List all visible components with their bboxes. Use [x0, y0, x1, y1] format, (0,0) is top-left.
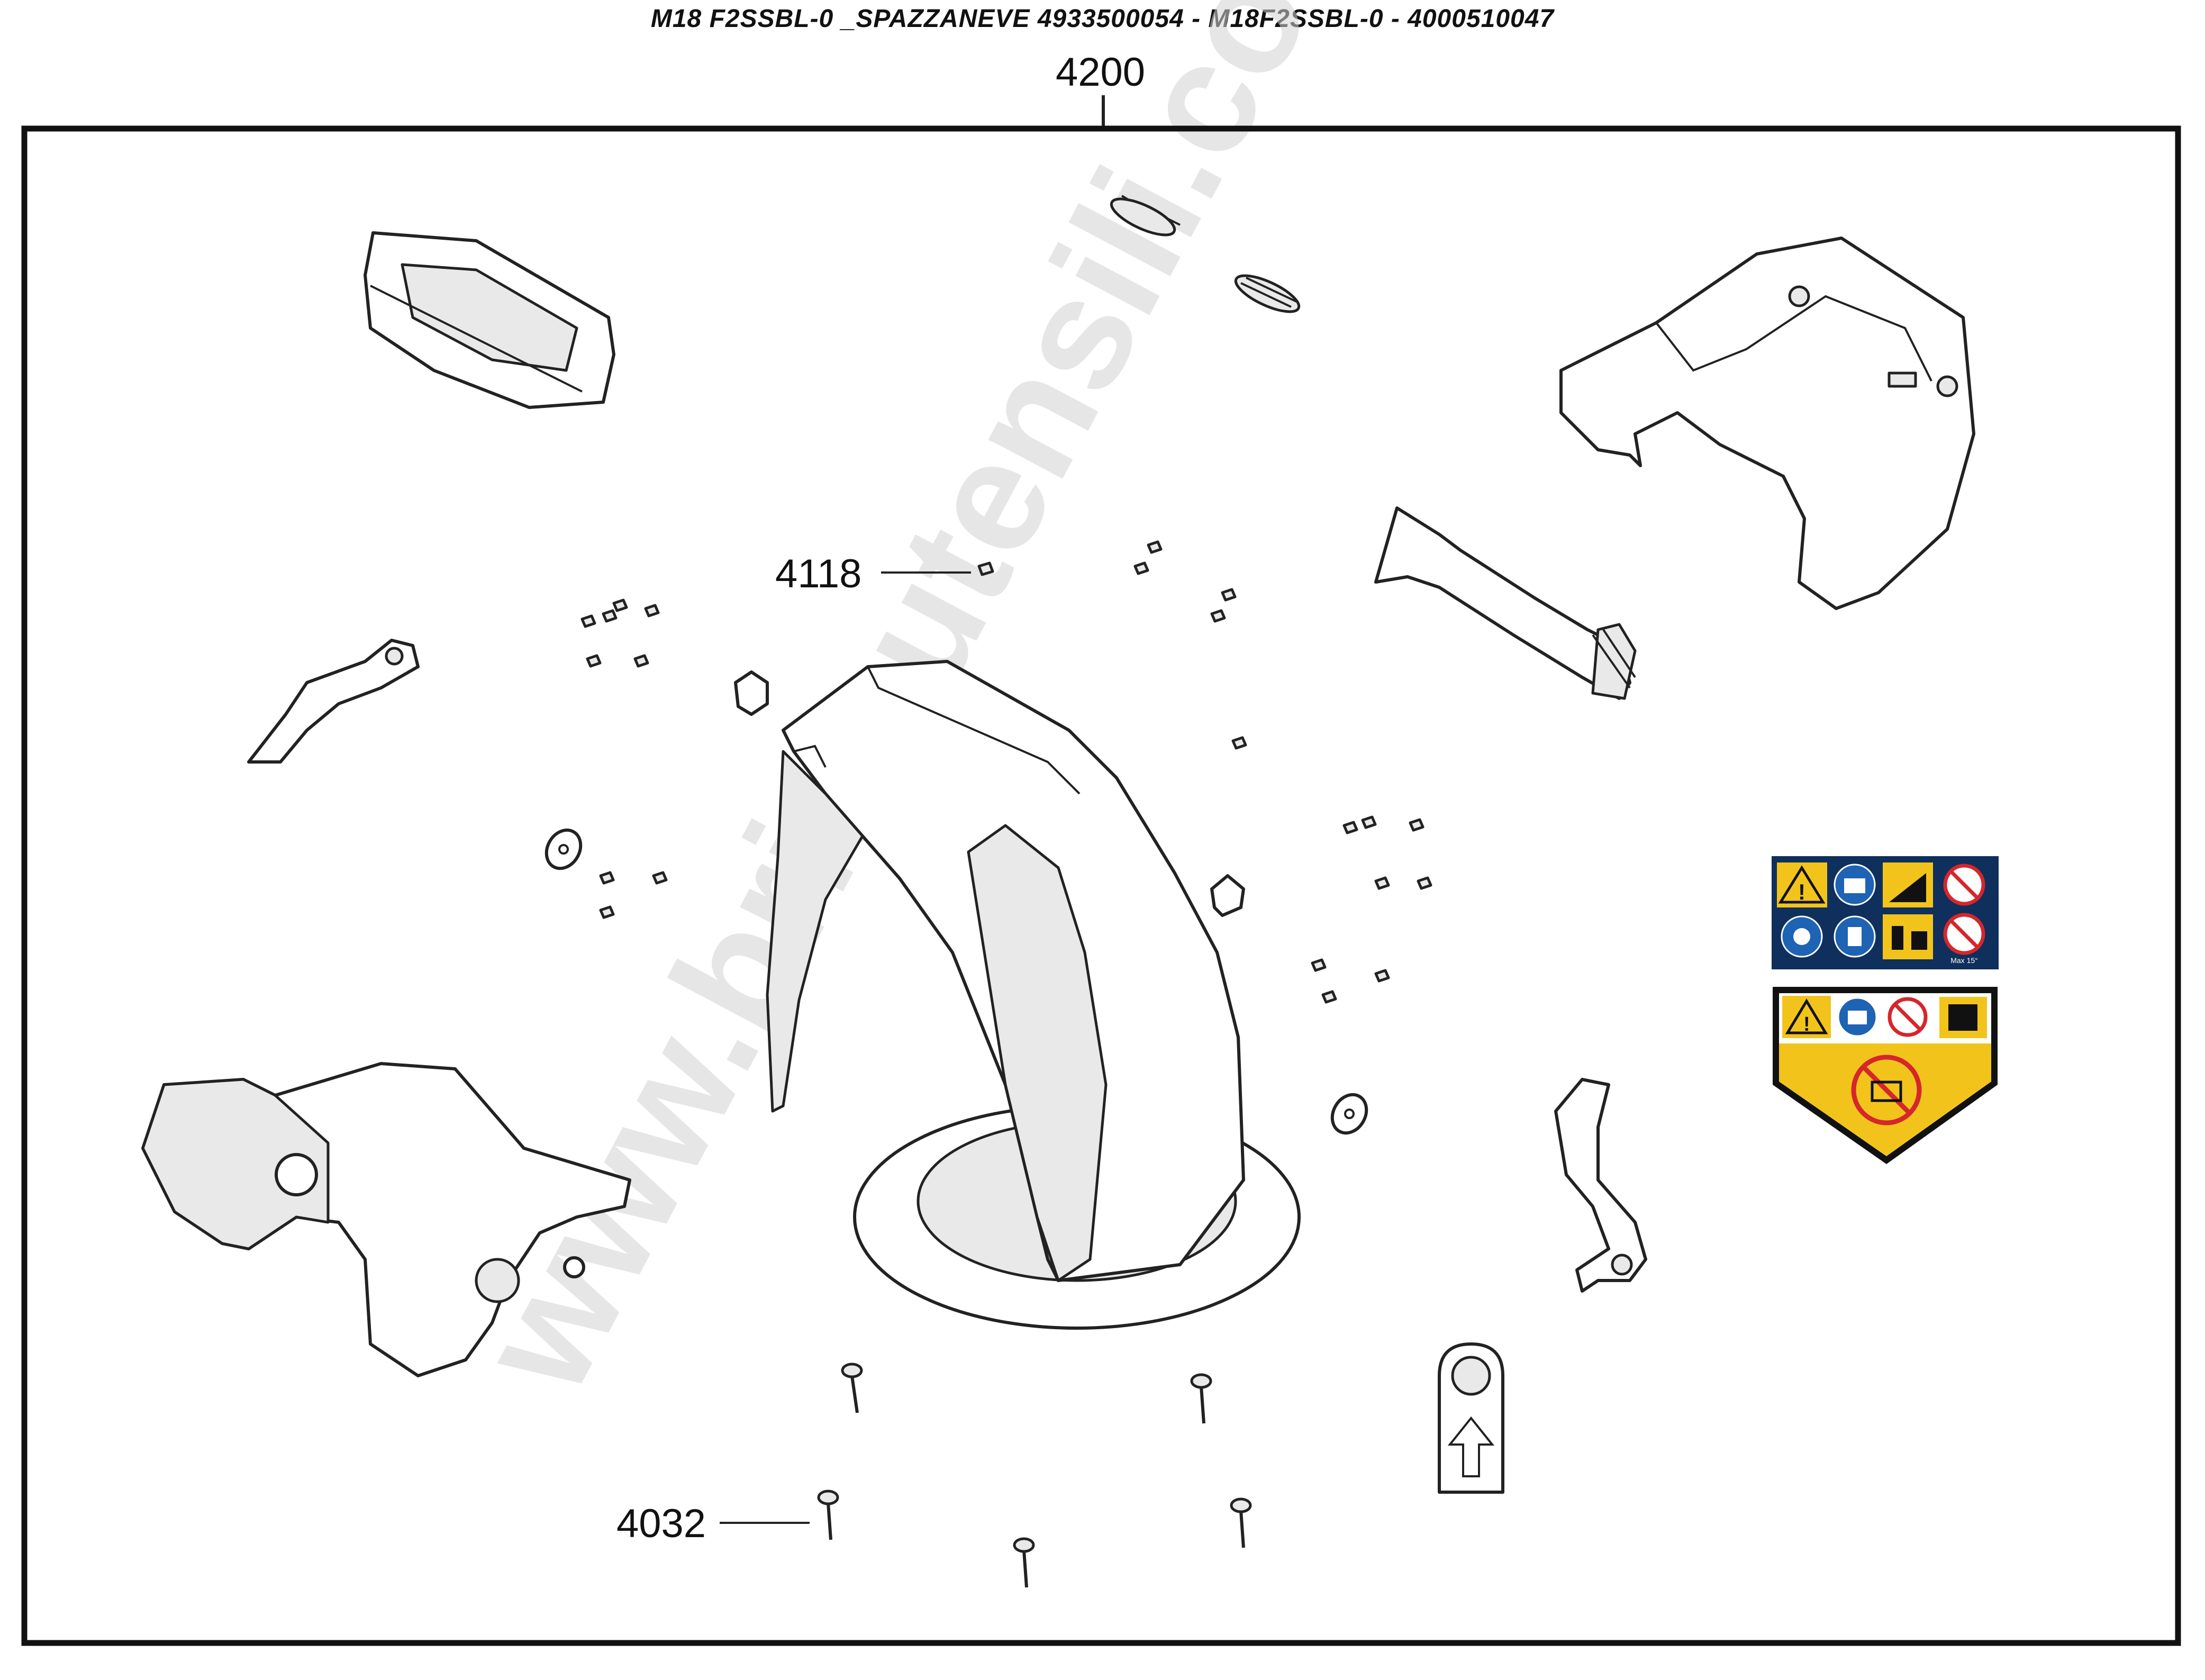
callout-screw-long: 4032 [616, 1501, 706, 1546]
safety-label-lower: ! [1773, 987, 1998, 1164]
page-title: M18 F2SSBL-0 _SPAZZANEVE 4933500054 - M1… [650, 5, 1555, 33]
no-feet-icon [1943, 913, 1985, 955]
manual-icon [1837, 997, 1877, 1037]
arrow-up-icon [1447, 1416, 1495, 1477]
top-cover-part [364, 231, 615, 409]
rotating-blade-warning-icon [1851, 1055, 1922, 1125]
long-screw-3 [817, 1490, 839, 1540]
callout-screw-small: 4118 [775, 551, 861, 596]
clip-part-1 [734, 670, 769, 716]
no-entry-icon [1888, 997, 1928, 1037]
svg-text:!: ! [1798, 879, 1805, 904]
left-bracket-part [247, 639, 420, 764]
callout-screw-small-target [977, 561, 994, 576]
callout-assembly: 4200 [1056, 50, 1145, 95]
label-small-text: Max 15° [1950, 956, 1978, 965]
assembly-frame [21, 125, 2181, 1646]
chute-housing-part [1559, 237, 1975, 610]
right-lever-part [1554, 1078, 1647, 1293]
ear-protection-icon [1781, 915, 1823, 958]
washer-part-1 [545, 828, 583, 870]
washer-part-2 [1330, 1093, 1368, 1135]
screw-group-right [1311, 815, 1432, 1004]
chute-icon [1939, 997, 1987, 1038]
warning-triangle-icon: ! [1777, 862, 1827, 907]
screw-group-left-top [580, 598, 660, 668]
read-manual-icon [1830, 862, 1880, 907]
motor-cover-part [141, 1062, 631, 1377]
spring-part-2 [1234, 274, 1301, 313]
clearance-icon [1883, 914, 1933, 959]
long-screw-1 [841, 1363, 863, 1413]
spring-part-1 [1110, 195, 1181, 237]
long-screw-5 [1013, 1537, 1035, 1588]
screw-group-left-mid [599, 871, 668, 919]
svg-text:!: ! [1803, 1013, 1810, 1036]
slope-warning-icon [1883, 862, 1933, 907]
no-hands-icon [1936, 862, 1994, 907]
operator-icon [1834, 915, 1876, 958]
long-screw-2 [1190, 1373, 1212, 1424]
central-chute-part [766, 660, 1301, 1330]
long-screw-4 [1230, 1497, 1252, 1548]
caution-icon: ! [1782, 996, 1831, 1038]
safety-label-upper: ! [1772, 856, 1999, 969]
screw-group-mid-right [1133, 540, 1247, 750]
direction-tag-part [1438, 1342, 1504, 1494]
deflector-arm-part [1374, 506, 1637, 700]
clip-part-2 [1210, 874, 1245, 917]
